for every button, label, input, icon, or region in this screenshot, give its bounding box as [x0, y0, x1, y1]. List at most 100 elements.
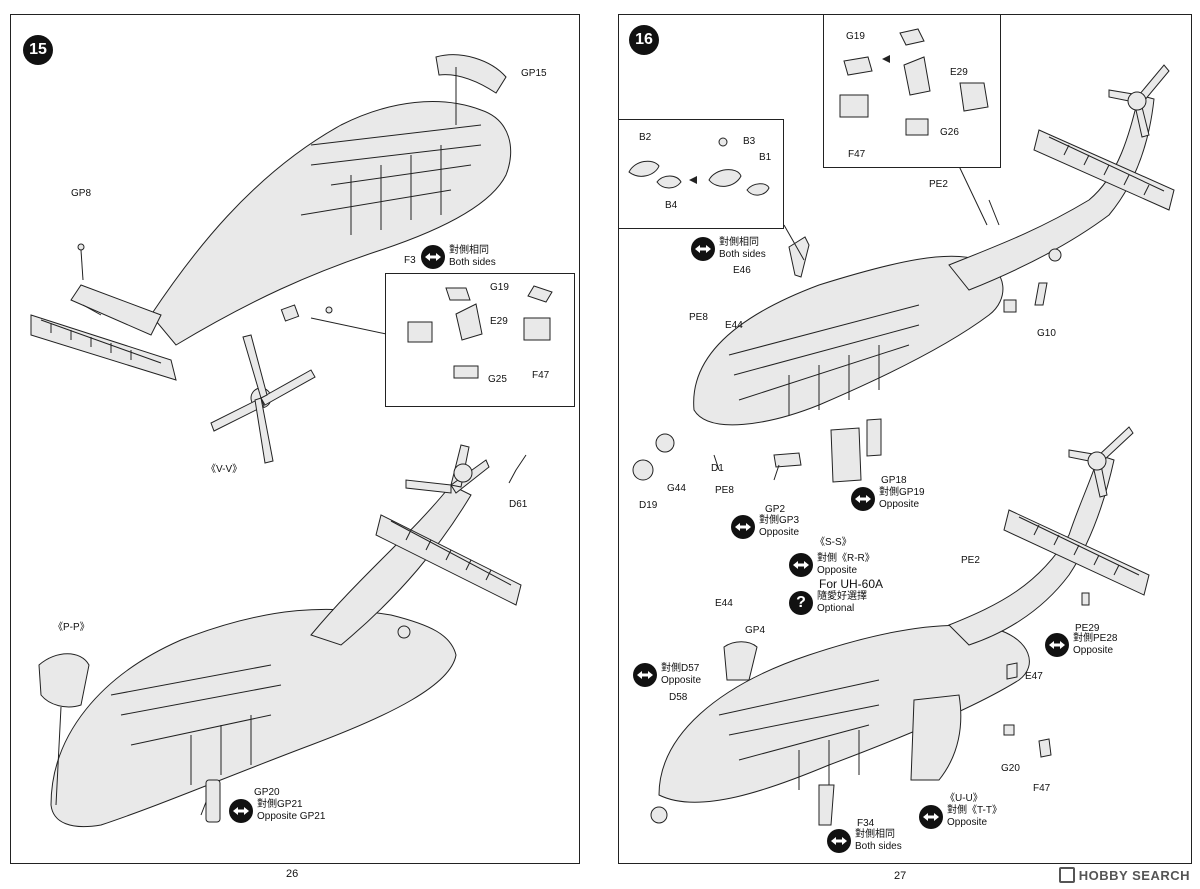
- label-uu: 《U-U》: [945, 793, 983, 804]
- annotation-en: Both sides: [449, 257, 496, 268]
- double-arrow-icon: [919, 805, 943, 829]
- step15-illustration: [30, 54, 527, 828]
- label-e29: E29: [490, 316, 508, 327]
- annotation-zh: 對側GP21: [257, 799, 303, 810]
- label-d19: D19: [639, 500, 658, 511]
- label-pe8-top: PE8: [689, 312, 708, 323]
- step16-illustration: [632, 64, 1175, 826]
- page-number-left: 26: [286, 868, 299, 880]
- double-arrow-icon: [421, 245, 445, 269]
- label-f3: F3: [404, 255, 416, 266]
- step-number: 15: [23, 35, 53, 65]
- annotation-opposite-gp19: 對側GP19 Opposite: [851, 487, 925, 511]
- annotation-zh: 對側GP3: [759, 515, 800, 526]
- label-vv: 《V-V》: [206, 464, 243, 475]
- watermark: HOBBY SEARCH: [1058, 867, 1190, 883]
- label-e44-bottom: E44: [715, 598, 733, 609]
- label-f47: F47: [532, 370, 550, 381]
- annotation-uh60a-title: For UH-60A: [819, 577, 884, 591]
- annotation-zh: 對側PE28: [1073, 633, 1118, 644]
- annotation-opposite-rr: 對側《R-R》 Opposite: [789, 553, 875, 577]
- annotation-zh: 對側相同: [719, 237, 759, 248]
- annotation-en: Both sides: [719, 249, 766, 260]
- annotation-en: Opposite: [817, 565, 858, 576]
- label-g44: G44: [667, 483, 686, 494]
- double-arrow-icon: [633, 663, 657, 687]
- left-page: 15 GP15 GP8 F3 對側相同 Both sides G19 E29 F…: [10, 14, 580, 864]
- label-e47: E47: [1025, 671, 1043, 682]
- label-gp2: GP2: [765, 504, 786, 515]
- helicopter-lower-drawing: [650, 426, 1150, 826]
- annotation-opposite-d57: 對側D57 Opposite: [633, 663, 701, 687]
- annotation-opposite-pe28: 對側PE28 Opposite: [1045, 633, 1117, 657]
- label-d61: D61: [509, 499, 528, 510]
- label-g20: G20: [1001, 763, 1020, 774]
- label-d1: D1: [711, 463, 724, 474]
- double-arrow-icon: [229, 799, 253, 823]
- annotation-zh: 對側相同: [449, 245, 489, 256]
- annotation-en: Opposite: [661, 675, 702, 686]
- label-gp4: GP4: [745, 625, 766, 636]
- label-ss: 《S-S》: [815, 537, 852, 548]
- label-pp: 《P-P》: [53, 622, 90, 633]
- annotation-en: Opposite: [759, 527, 800, 538]
- question-mark-icon: ?: [789, 591, 813, 615]
- annotation-en: Opposite GP21: [257, 811, 326, 822]
- annotation-f3-both-sides: 對側相同 Both sides: [421, 245, 496, 269]
- label-b2: B2: [639, 132, 652, 143]
- annotation-en: Opposite: [879, 499, 920, 510]
- step-number: 16: [629, 25, 659, 55]
- annotation-zh: 對側《T-T》: [947, 805, 1002, 816]
- inset-parts-drawing: [839, 28, 989, 136]
- label-e44-top: E44: [725, 320, 743, 331]
- annotation-en: Opposite: [1073, 645, 1114, 656]
- label-e29: E29: [950, 67, 968, 78]
- annotation-en: Opposite: [947, 817, 988, 828]
- label-f47-bottom: F47: [1033, 783, 1051, 794]
- label-gp20: GP20: [254, 787, 280, 798]
- inset-box-g19-g26: G19 E29 F47 G26: [823, 15, 1001, 168]
- annotation-uh60a-optional: ? 隨愛好選擇 Optional: [789, 591, 867, 615]
- annotation-opposite-gp3: 對側GP3 Opposite: [731, 515, 799, 539]
- double-arrow-icon: [1045, 633, 1069, 657]
- annotation-zh: 隨愛好選擇: [817, 591, 867, 602]
- inset-box-g19-g25: G19 E29 F47 G25: [385, 273, 575, 407]
- annotation-en: Optional: [817, 603, 855, 614]
- helicopter-upper-drawing: [30, 54, 512, 381]
- label-g19: G19: [490, 282, 509, 293]
- label-f34: F34: [857, 818, 875, 829]
- label-b4: B4: [665, 200, 678, 211]
- double-arrow-icon: [789, 553, 813, 577]
- annotation-zh: 對側GP19: [879, 487, 925, 498]
- rotor-vv-drawing: [210, 334, 316, 464]
- annotation-en: Both sides: [855, 841, 902, 852]
- double-arrow-icon: [851, 487, 875, 511]
- label-b3: B3: [743, 136, 756, 147]
- annotation-zh: 對側《R-R》: [817, 553, 875, 564]
- double-arrow-icon: [691, 237, 715, 261]
- label-d58: D58: [669, 692, 688, 703]
- annotation-opposite-tt: 對側《T-T》 Opposite: [919, 805, 1002, 829]
- label-f47: F47: [848, 149, 866, 160]
- double-arrow-icon: [827, 829, 851, 853]
- label-b1: B1: [759, 152, 772, 163]
- label-pe29: PE29: [1075, 623, 1100, 634]
- label-gp18: GP18: [881, 475, 907, 486]
- page-number-right: 27: [894, 870, 907, 882]
- label-pe8-bottom: PE8: [715, 485, 734, 496]
- helicopter-upper-drawing: [632, 64, 1175, 483]
- inset-parts-drawing: [628, 137, 770, 196]
- right-page: 16 G19 E29 F47 G26 B2 B3 B1 B4 PE2: [618, 14, 1192, 864]
- label-g19: G19: [846, 31, 865, 42]
- annotation-both-sides-top: 對側相同 Both sides: [691, 237, 766, 261]
- annotation-opposite-gp21: 對側GP21 Opposite GP21: [229, 799, 325, 823]
- annotation-zh: 對側相同: [855, 829, 895, 840]
- label-g26: G26: [940, 127, 959, 138]
- label-gp8: GP8: [71, 188, 92, 199]
- label-e46: E46: [733, 265, 751, 276]
- label-gp15: GP15: [521, 68, 547, 79]
- label-g10: G10: [1037, 328, 1056, 339]
- label-pe2-bottom: PE2: [961, 555, 980, 566]
- helicopter-lower-drawing: [38, 444, 527, 828]
- label-pe2-top: PE2: [929, 179, 948, 190]
